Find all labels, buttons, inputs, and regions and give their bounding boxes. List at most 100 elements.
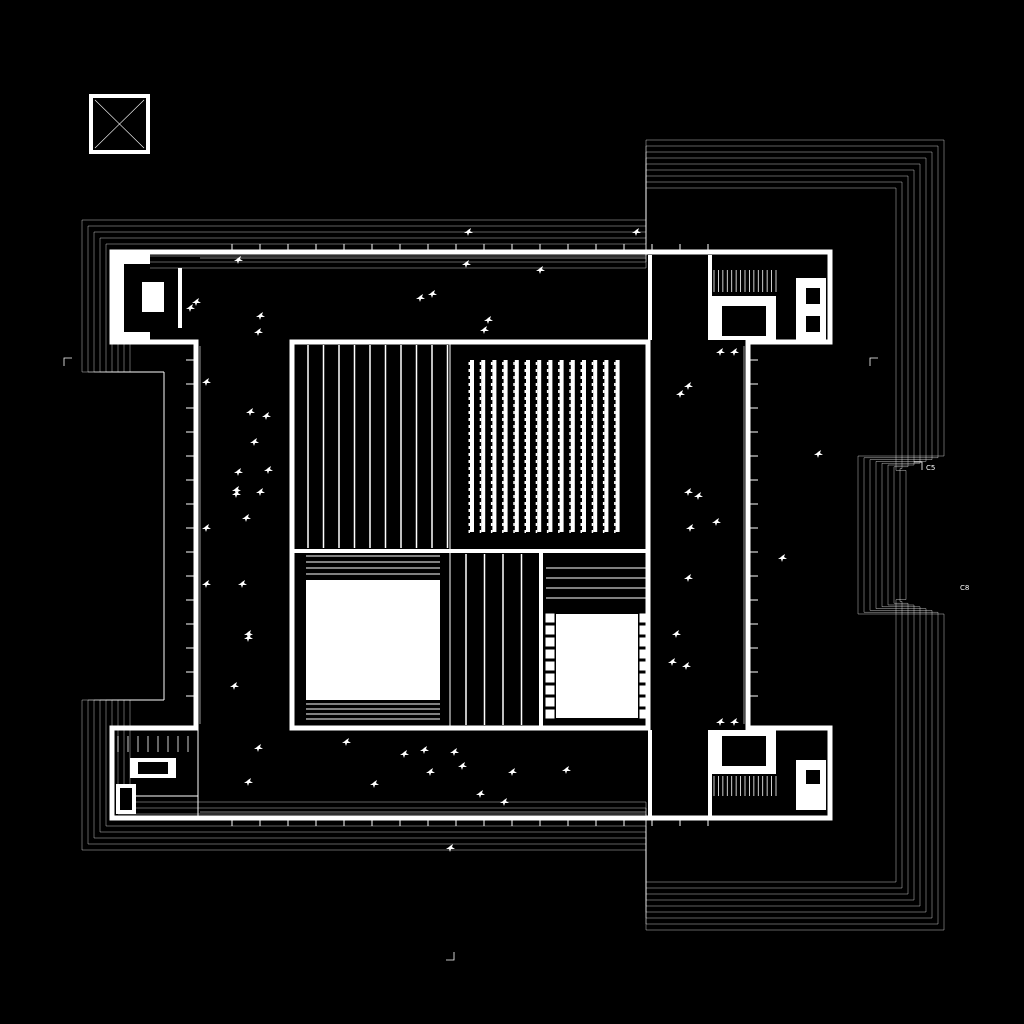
seat [580, 383, 582, 386]
seat [490, 460, 493, 463]
seat [535, 369, 538, 372]
seat [524, 446, 526, 449]
seat [580, 474, 582, 477]
seat [479, 481, 482, 484]
seat [558, 369, 560, 372]
stair-tread [545, 649, 555, 659]
seat [569, 369, 571, 372]
contour-line [123, 181, 903, 889]
seat [513, 432, 515, 435]
seat [468, 376, 470, 379]
seat [614, 481, 616, 484]
seat [479, 460, 482, 463]
seat [546, 362, 549, 365]
seat [569, 481, 571, 484]
seat [591, 530, 594, 533]
seat [580, 516, 582, 519]
seat [490, 495, 493, 498]
seat [502, 439, 504, 442]
seat [513, 481, 515, 484]
seating-row [526, 360, 530, 532]
seat [524, 404, 526, 407]
seat [502, 453, 504, 456]
person-figure [684, 488, 693, 496]
seat [546, 516, 549, 519]
seat [602, 502, 605, 505]
seat [502, 404, 504, 407]
seat [602, 418, 605, 421]
stair-tread [639, 649, 647, 659]
seat [546, 446, 549, 449]
seat [591, 481, 594, 484]
stair-tread [545, 673, 555, 683]
seat [479, 467, 482, 470]
seat [580, 376, 582, 379]
seating-row [537, 360, 542, 532]
stair-tread [639, 697, 647, 707]
seat [591, 418, 594, 421]
seat [513, 439, 515, 442]
seat [614, 397, 616, 400]
seat [546, 495, 549, 498]
seating-row [570, 360, 575, 532]
seat [580, 509, 582, 512]
seat [602, 362, 605, 365]
stage-block-left [306, 580, 440, 700]
seating-row [514, 360, 519, 532]
seat [569, 495, 571, 498]
seat [513, 502, 515, 505]
seat [479, 439, 482, 442]
people-figures [186, 228, 823, 852]
seat [546, 453, 549, 456]
seat [479, 516, 482, 519]
seat [546, 376, 549, 379]
seat [614, 488, 616, 491]
seat [602, 425, 605, 428]
seat [535, 397, 538, 400]
seat [580, 481, 582, 484]
person-figure [342, 738, 351, 746]
seat [558, 488, 560, 491]
seat [524, 383, 526, 386]
seat [546, 481, 549, 484]
seat [580, 397, 582, 400]
person-figure [370, 780, 379, 788]
seat [591, 453, 594, 456]
seat [513, 446, 515, 449]
seating-row [593, 360, 598, 532]
seat [535, 495, 538, 498]
seat [490, 453, 493, 456]
seat [502, 369, 504, 372]
seat [502, 362, 504, 365]
seat [591, 509, 594, 512]
seat [524, 495, 526, 498]
seat [591, 425, 594, 428]
seat [490, 488, 493, 491]
seat [580, 453, 582, 456]
seat [591, 488, 594, 491]
seat [490, 502, 493, 505]
contour-line [117, 175, 909, 895]
seat [602, 523, 605, 526]
seat [614, 467, 616, 470]
seat [614, 523, 616, 526]
person-figure [464, 228, 473, 236]
seat [602, 453, 605, 456]
seat [524, 523, 526, 526]
seat [468, 453, 470, 456]
seat [580, 425, 582, 428]
seat [591, 439, 594, 442]
seat [614, 404, 616, 407]
seat [614, 432, 616, 435]
seat [602, 516, 605, 519]
seat [546, 369, 549, 372]
stair-tread [545, 613, 555, 623]
seat [569, 411, 571, 414]
seat [502, 495, 504, 498]
seating-row [503, 360, 508, 532]
seat [535, 404, 538, 407]
seat [524, 439, 526, 442]
seat [569, 432, 571, 435]
seat [524, 530, 526, 533]
seat [614, 474, 616, 477]
